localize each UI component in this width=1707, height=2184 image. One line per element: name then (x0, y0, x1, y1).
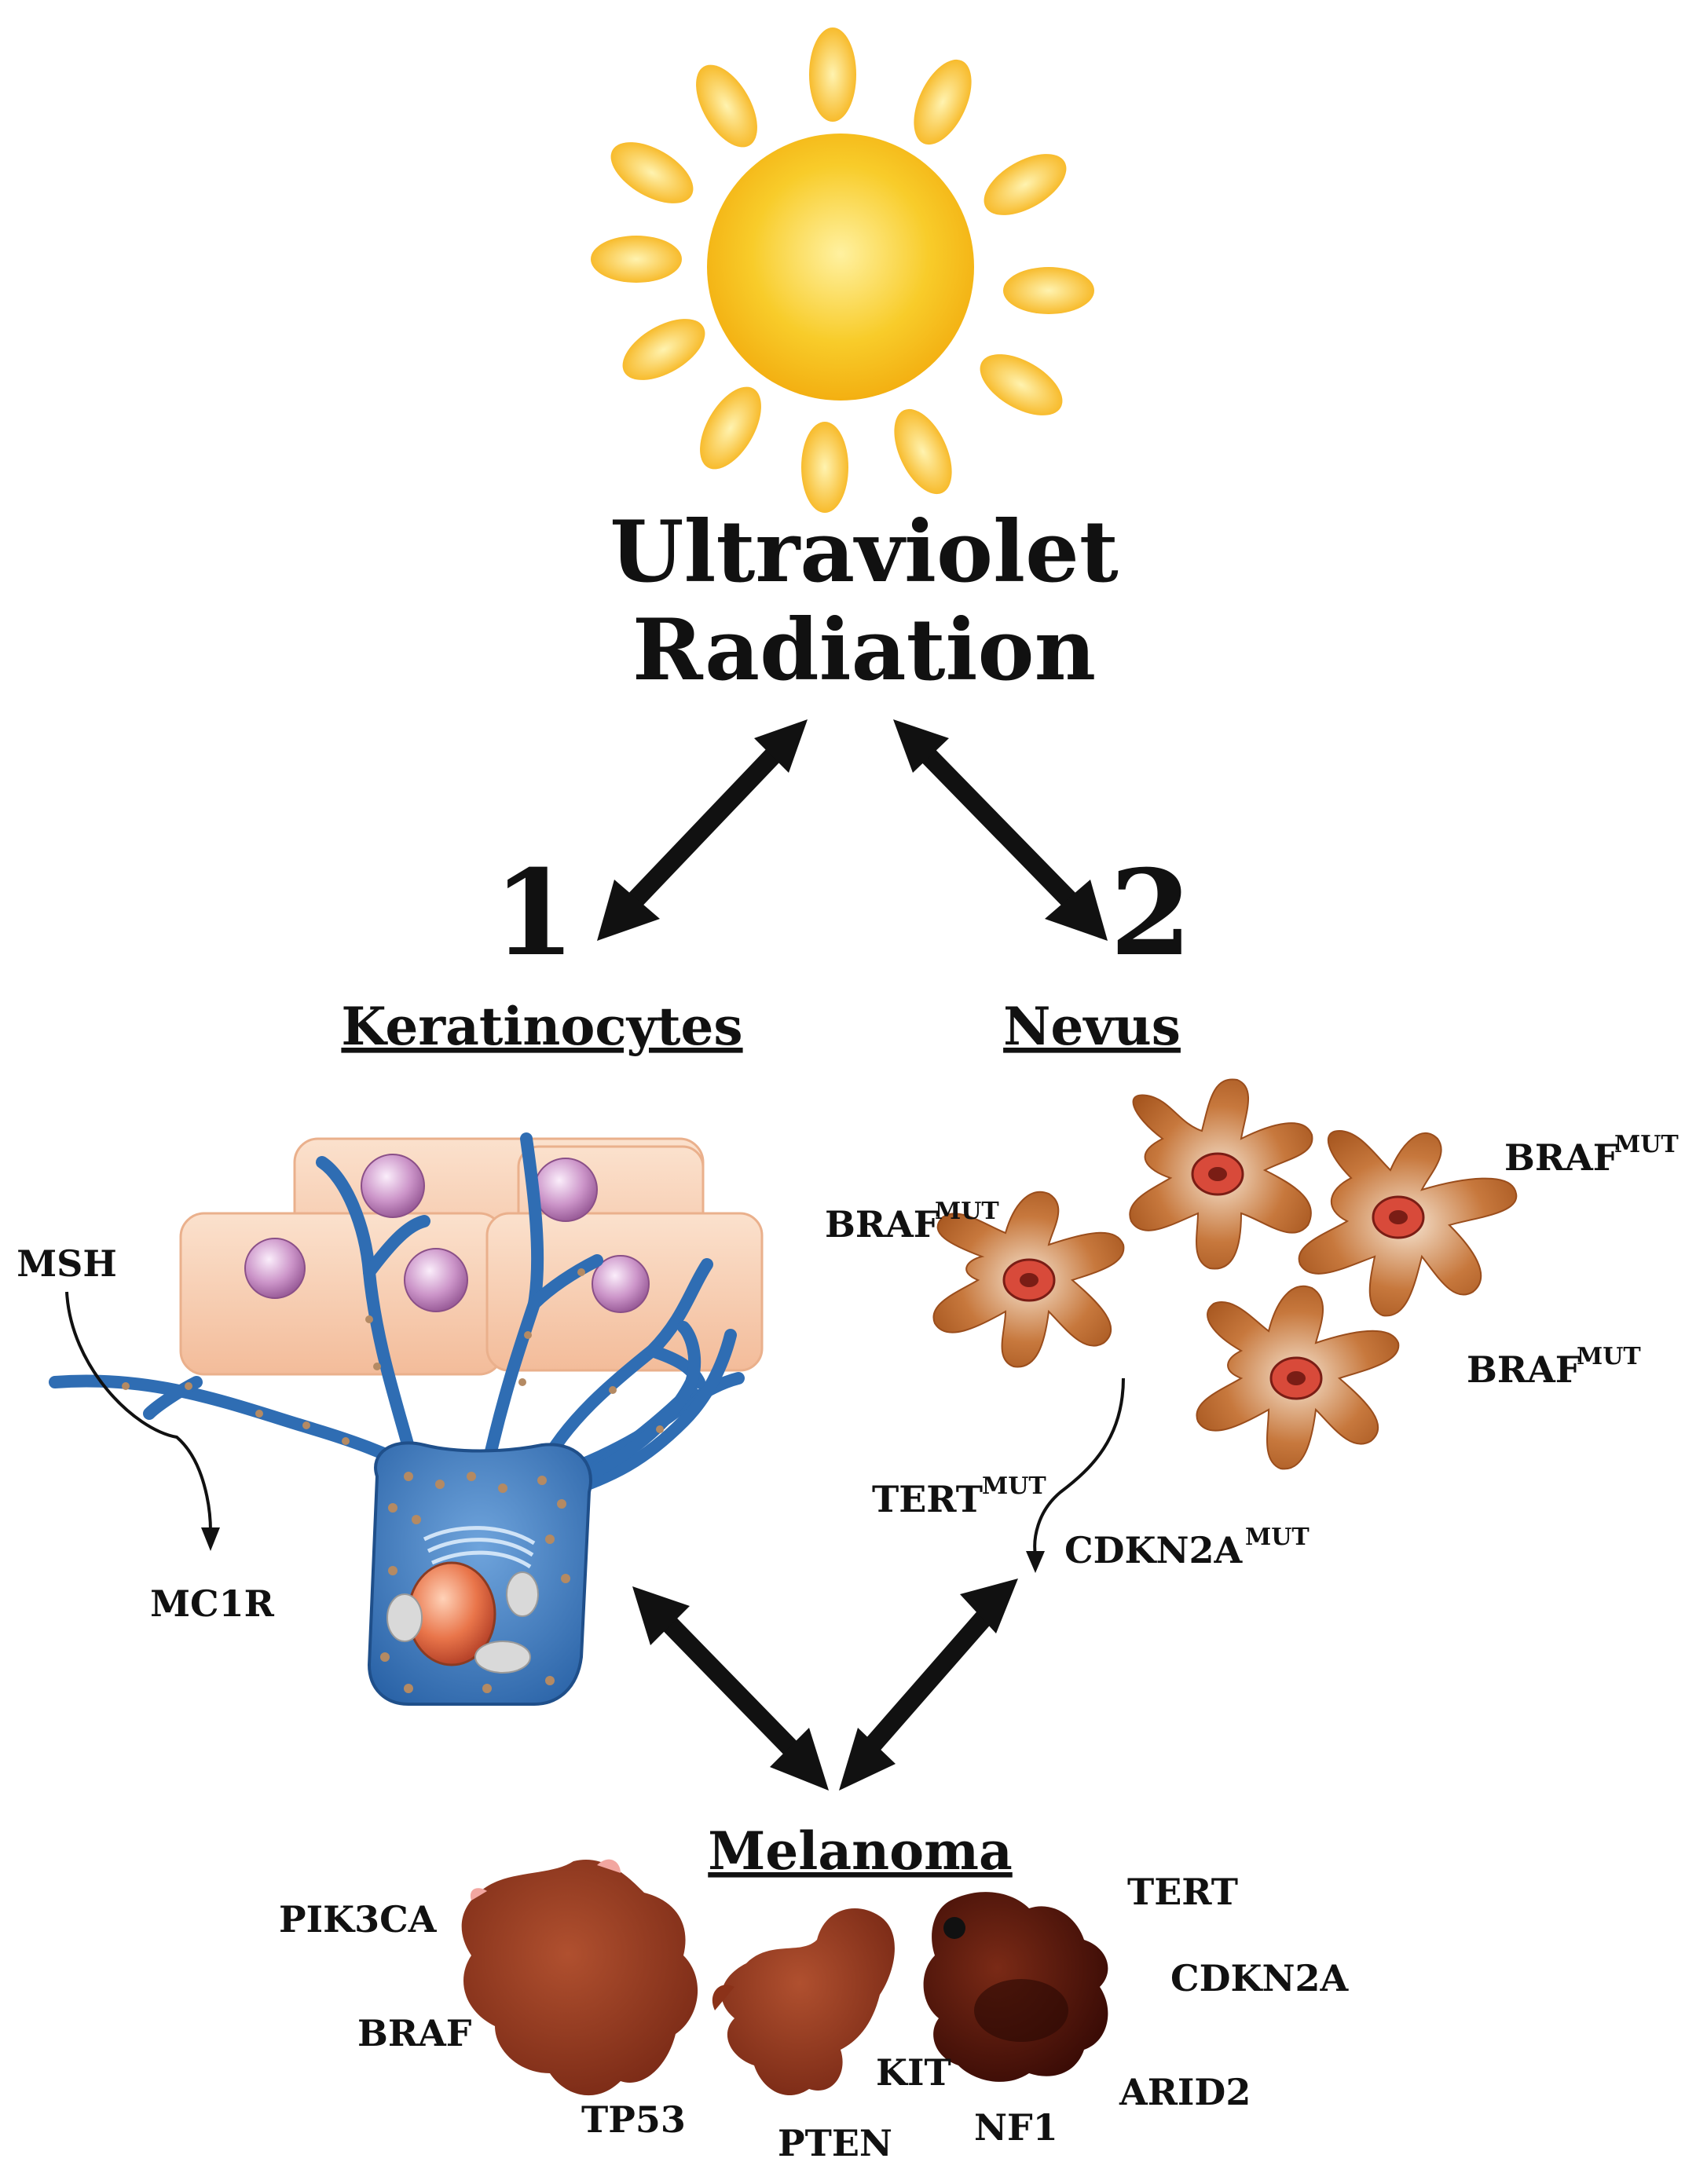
gene-nf1: NF1 (974, 2106, 1058, 2149)
msh-label: MSH (16, 1242, 117, 1285)
nevus-braf-left-text: BRAF (825, 1203, 940, 1246)
arrow-uv-to-nevus (893, 719, 1108, 941)
arrow-uv-to-keratinocytes (597, 719, 808, 941)
msh-arrow-head (201, 1527, 220, 1551)
nevus-braf-right-top-label: BRAF MUT (1504, 1131, 1679, 1179)
msh-to-mc1r-arrow (65, 1291, 212, 1532)
cdkn2a-mut-text: CDKN2A (1064, 1529, 1244, 1571)
nevus-curved-arrow-head (1026, 1551, 1045, 1573)
mc1r-label: MC1R (150, 1582, 275, 1625)
melanoma-cells-illustration (461, 1859, 1108, 2096)
gene-kit: KIT (876, 2051, 951, 2094)
tert-mut-label: TERT MUT (872, 1472, 1046, 1520)
gene-arid2: ARID2 (1119, 2071, 1251, 2113)
nevus-cells-illustration (932, 1078, 1518, 1470)
nevus-heading: Nevus (1003, 996, 1181, 1057)
sun-icon (591, 27, 1094, 513)
nevus-braf-right-top-sup: MUT (1614, 1131, 1679, 1158)
gene-tert: TERT (1127, 1871, 1238, 1913)
gene-pik3ca: PIK3CA (279, 1898, 438, 1941)
gene-braf: BRAF (357, 2012, 472, 2054)
tert-mut-text: TERT (872, 1478, 983, 1520)
nevus-braf-right-top-text: BRAF (1504, 1136, 1619, 1179)
arrow-keratinocytes-to-melanoma (632, 1586, 829, 1791)
pathway-number-1: 1 (493, 844, 575, 982)
cdkn2a-mut-label: CDKN2A MUT (1064, 1524, 1310, 1571)
nevus-braf-right-bottom-sup: MUT (1577, 1343, 1641, 1370)
gene-pten: PTEN (778, 2122, 892, 2164)
melanoma-heading: Melanoma (708, 1820, 1013, 1882)
tert-mut-sup: MUT (982, 1472, 1046, 1500)
nevus-braf-left-label: BRAF MUT (825, 1198, 999, 1246)
nevus-curved-arrow (1033, 1377, 1125, 1556)
title-line-1: Ultraviolet (610, 503, 1119, 602)
gene-tp53: TP53 (581, 2098, 686, 2141)
title-line-2: Radiation (632, 601, 1096, 700)
melanocyte-cell-illustration (49, 1132, 764, 1706)
arrow-nevus-to-melanoma (839, 1579, 1018, 1791)
pathway-number-2: 2 (1110, 844, 1192, 982)
nevus-braf-left-sup: MUT (935, 1198, 999, 1225)
keratinocytes-heading: Keratinocytes (341, 996, 742, 1057)
gene-cdkn2a: CDKN2A (1170, 1957, 1350, 1999)
nevus-braf-right-bottom-label: BRAF MUT (1467, 1343, 1641, 1391)
cdkn2a-mut-sup: MUT (1245, 1524, 1310, 1551)
nevus-braf-right-bottom-text: BRAF (1467, 1348, 1581, 1391)
